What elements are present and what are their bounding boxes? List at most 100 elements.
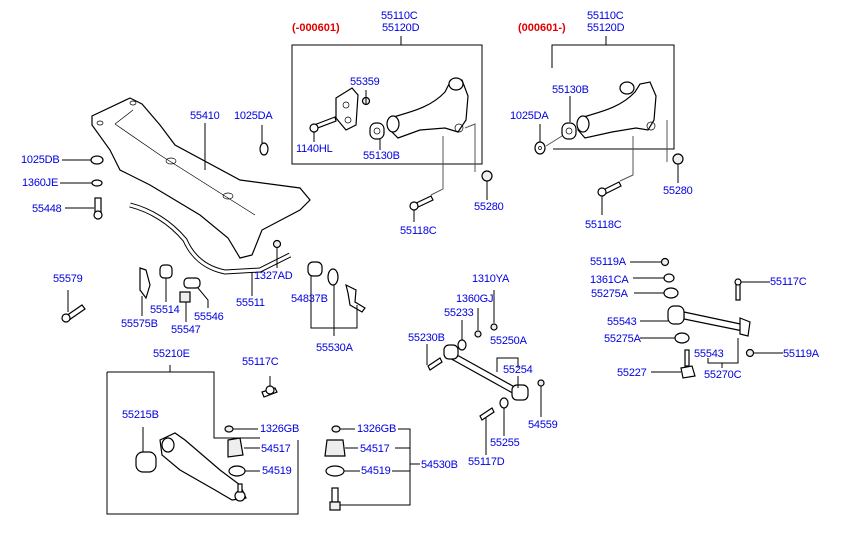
part-label[interactable]: 1025DA bbox=[234, 110, 273, 122]
part-label[interactable]: 55575B bbox=[121, 318, 158, 330]
washer-1025DA bbox=[259, 142, 269, 156]
eccentric-bolt-55227 bbox=[680, 365, 696, 379]
part-label[interactable]: 55215B bbox=[122, 409, 159, 421]
part-label[interactable]: 55359 bbox=[350, 76, 380, 88]
lower-arm-frame bbox=[106, 372, 299, 515]
bushing-55546 bbox=[183, 277, 201, 289]
bushing-55543 bbox=[667, 305, 685, 325]
part-label[interactable]: 1361CA bbox=[590, 274, 629, 286]
nut-55280-late bbox=[672, 153, 684, 165]
bushing-55514 bbox=[159, 264, 173, 279]
part-label[interactable]: 55250A bbox=[490, 335, 527, 347]
part-label[interactable]: 55130B bbox=[363, 150, 400, 162]
upper-arm-late-group bbox=[534, 36, 684, 215]
part-label[interactable]: 55227 bbox=[617, 367, 647, 379]
part-label[interactable]: 1025DA bbox=[510, 110, 549, 122]
bolt-55117D bbox=[479, 407, 495, 421]
part-label[interactable]: 54517 bbox=[261, 443, 291, 455]
part-label[interactable]: 55254 bbox=[503, 364, 533, 376]
washer-55255 bbox=[499, 397, 509, 409]
part-label[interactable]: 54530B bbox=[421, 459, 458, 471]
stabilizer-link-group bbox=[307, 261, 366, 336]
bracket-55575B bbox=[139, 267, 151, 300]
washer-1025DB bbox=[90, 155, 104, 165]
part-label[interactable]: 55233 bbox=[444, 307, 474, 319]
washer-1361CA bbox=[663, 273, 675, 283]
nut-55280-early bbox=[481, 170, 493, 182]
part-label[interactable]: 55448 bbox=[32, 203, 62, 215]
part-label[interactable]: 55543 bbox=[694, 348, 724, 360]
part-label[interactable]: 1140HL bbox=[296, 143, 333, 155]
bushing-55547 bbox=[179, 291, 191, 303]
part-label[interactable]: 55119A bbox=[590, 256, 626, 268]
ring-54837B bbox=[327, 268, 339, 286]
part-label[interactable]: 55547 bbox=[171, 324, 201, 336]
ball-joint-kit-group bbox=[324, 425, 420, 511]
part-label[interactable]: 54519 bbox=[361, 465, 391, 477]
date-range-late: (000601-) bbox=[518, 22, 566, 34]
part-label[interactable]: 1326GB bbox=[357, 423, 397, 435]
part-label[interactable]: 55230B bbox=[408, 332, 445, 344]
nut-1326GB-lower bbox=[224, 425, 234, 433]
part-label[interactable]: 55117D bbox=[468, 456, 505, 468]
ring-54519-kit bbox=[325, 465, 345, 477]
washer-1025DA-late bbox=[534, 141, 546, 155]
part-label[interactable]: 55120D bbox=[382, 22, 420, 34]
part-label[interactable]: 55511 bbox=[236, 297, 265, 309]
part-label[interactable]: 55275A bbox=[591, 288, 628, 300]
stabilizer-group bbox=[61, 202, 292, 323]
part-label[interactable]: 1360GJ bbox=[456, 293, 494, 305]
part-label[interactable]: 55117C bbox=[242, 356, 279, 368]
nut-55119A-right bbox=[745, 348, 755, 358]
part-label[interactable]: 1326GB bbox=[260, 423, 300, 435]
part-label[interactable]: 55410 bbox=[190, 110, 220, 122]
part-label[interactable]: 55280 bbox=[663, 185, 693, 197]
part-label[interactable]: 55119A bbox=[783, 348, 819, 360]
upper-arm-late-frame bbox=[551, 44, 675, 150]
part-label[interactable]: 55530A bbox=[316, 342, 353, 354]
part-label[interactable]: 1025DB bbox=[21, 154, 60, 166]
bushing-55215B bbox=[135, 451, 157, 473]
part-label[interactable]: 55255 bbox=[490, 437, 520, 449]
washer-55275A-bottom bbox=[674, 332, 690, 344]
part-label[interactable]: 55543 bbox=[607, 316, 637, 328]
part-label[interactable]: 1327AD bbox=[254, 270, 293, 282]
nut-1360GJ bbox=[474, 330, 482, 338]
part-label[interactable]: 55110C bbox=[381, 10, 418, 22]
part-label[interactable]: 55275A bbox=[604, 333, 641, 345]
part-label[interactable]: 55117C bbox=[770, 276, 807, 288]
part-label[interactable]: 55514 bbox=[150, 304, 180, 316]
part-label[interactable]: 55210E bbox=[153, 348, 190, 360]
part-label[interactable]: 55579 bbox=[53, 273, 83, 285]
bolt-55230B bbox=[427, 357, 443, 371]
crossmember-55410 bbox=[91, 97, 311, 259]
part-label[interactable]: 1360JE bbox=[22, 177, 59, 189]
upper-arm-late bbox=[577, 81, 657, 139]
lower-arm-group bbox=[106, 365, 299, 515]
lateral-link-group bbox=[630, 257, 783, 379]
part-label[interactable]: 55118C bbox=[585, 219, 622, 231]
part-label[interactable]: 55110C bbox=[587, 10, 624, 22]
part-label[interactable]: 55546 bbox=[194, 311, 224, 323]
upper-arm-early-group bbox=[291, 36, 493, 222]
nut-1310YA bbox=[490, 323, 498, 331]
crossmember-group bbox=[60, 97, 311, 259]
stabilizer-link-55530A bbox=[345, 283, 366, 313]
part-label[interactable]: 55130B bbox=[552, 84, 589, 96]
bushing-55130B-late bbox=[561, 122, 577, 140]
part-label[interactable]: 54519 bbox=[262, 465, 292, 477]
bolt-55117C-right bbox=[735, 283, 741, 301]
part-label[interactable]: 55270C bbox=[704, 369, 742, 381]
part-label[interactable]: 54517 bbox=[360, 443, 390, 455]
bracket-plate bbox=[335, 87, 359, 131]
part-label[interactable]: 1310YA bbox=[472, 273, 510, 285]
lower-arm-55210E bbox=[159, 432, 247, 501]
washer-55233 bbox=[457, 339, 467, 351]
part-label[interactable]: 55120D bbox=[587, 22, 625, 34]
upper-arm-early-frame bbox=[291, 44, 483, 165]
part-label[interactable]: 55118C bbox=[400, 225, 437, 237]
part-label[interactable]: 54837B bbox=[291, 293, 328, 305]
part-label[interactable]: 54559 bbox=[528, 419, 558, 431]
washer-1360JE bbox=[91, 179, 103, 187]
part-label[interactable]: 55280 bbox=[474, 201, 504, 213]
